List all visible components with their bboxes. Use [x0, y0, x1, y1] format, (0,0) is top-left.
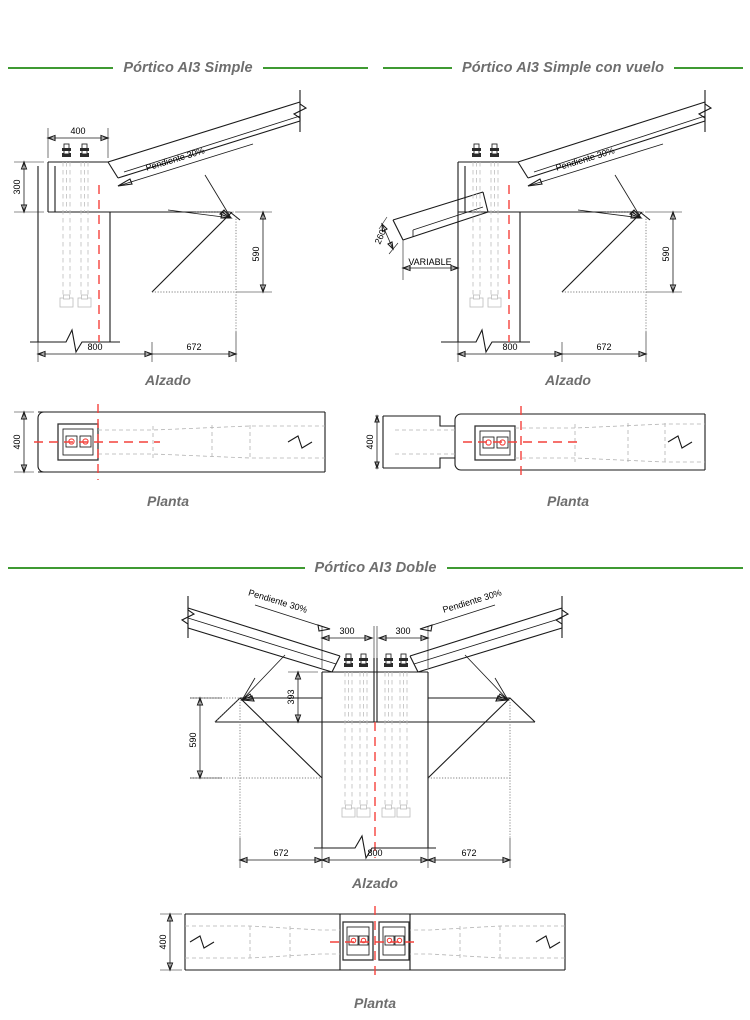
section-title-simple: Pórtico AI3 Simple — [8, 58, 369, 78]
dim-plan-400-label: 400 — [158, 934, 168, 949]
slope-label-simple: Pendiente 30% — [144, 145, 205, 172]
section-title-doble: Pórtico AI3 Doble — [8, 558, 744, 578]
dimension-plan-400: 400 — [365, 414, 380, 470]
section-title-simple-con-vuelo: Pórtico AI3 Simple con vuelo — [383, 58, 743, 78]
title-rule-right — [446, 567, 744, 569]
base-plate-left-outer — [342, 921, 374, 961]
section-title-label: Pórtico AI3 Doble — [314, 560, 437, 576]
anchor-rods-hidden — [59, 162, 92, 308]
dimension-variable: VARIABLE — [401, 220, 460, 280]
anchor-rods-right — [381, 672, 411, 818]
dim-590-label: 590 — [661, 246, 671, 261]
view-label-planta-vuelo: Planta — [546, 493, 589, 509]
view-label-alzado-vuelo: Alzado — [545, 372, 591, 388]
title-rule-right — [262, 67, 369, 69]
dim-plan-400-label: 400 — [365, 434, 375, 449]
dim-variable-label: VARIABLE — [408, 257, 451, 267]
drawing-doble-elevation: Pendiente 30% Pendiente 30% — [180, 587, 570, 868]
section-title-label: Pórtico AI3 Simple con vuelo — [461, 60, 665, 76]
dim-672-right-label: 672 — [461, 848, 476, 858]
dimension-300-300: 300 300 — [320, 626, 430, 668]
drawing-simple-plan: 400 — [12, 404, 326, 480]
dimension-plan-400: 400 — [158, 912, 182, 972]
anchor-rods-hidden — [469, 162, 502, 308]
anchor-bolts-group — [62, 143, 89, 157]
drawing-vuelo-plan: 400 — [365, 406, 706, 480]
dimension-800-672: 800 672 — [36, 332, 238, 362]
dim-300-left-label: 300 — [339, 626, 354, 636]
dim-800-label: 800 — [502, 342, 517, 352]
dim-800-label: 800 — [87, 342, 102, 352]
dimension-800-672: 800 672 — [456, 332, 648, 362]
dim-672-label: 672 — [596, 342, 611, 352]
anchor-bolts-group — [472, 143, 499, 157]
slope-label-vuelo: Pendiente 30% — [554, 145, 615, 172]
title-rule-left — [383, 67, 452, 69]
dim-400-label: 400 — [70, 126, 85, 136]
base-plate-inner — [479, 430, 511, 456]
dimension-393: 393 — [286, 670, 318, 724]
base-plate-left-inner — [346, 926, 370, 956]
view-label-alzado-doble: Alzado — [352, 875, 398, 891]
dim-300-right-label: 300 — [395, 626, 410, 636]
anchor-rods-left — [341, 672, 371, 818]
dimension-590: 590 — [236, 210, 272, 294]
view-label-planta-simple: Planta — [146, 493, 189, 509]
drawing-doble-plan: 400 — [158, 906, 566, 978]
title-rule-left — [8, 67, 114, 69]
title-rule-right — [674, 67, 743, 69]
title-rule-left — [8, 567, 305, 569]
dimension-590: 590 — [646, 210, 682, 294]
dim-393-label: 393 — [286, 689, 296, 704]
dimension-plan-400: 400 — [12, 410, 34, 474]
slope-label-doble-left: Pendiente 30% — [247, 587, 308, 614]
dim-260-label: 260 — [373, 228, 388, 246]
section-title-label: Pórtico AI3 Simple — [123, 60, 253, 76]
base-plate-right-inner — [382, 926, 406, 956]
dimension-590: 590 — [188, 696, 222, 780]
view-label-alzado-simple: Alzado — [145, 372, 191, 388]
dim-300-label: 300 — [12, 179, 22, 194]
base-plate-inner — [62, 428, 94, 456]
anchor-bolts-left — [344, 653, 368, 667]
drawing-simple-elevation: Pendiente 30% — [12, 90, 308, 362]
dim-672-label: 672 — [186, 342, 201, 352]
dim-800-label: 800 — [367, 848, 382, 858]
dimension-300: 300 — [12, 160, 44, 214]
dim-672-left-label: 672 — [273, 848, 288, 858]
dimension-672-800-672: 672 800 672 — [238, 838, 512, 868]
dim-590-label: 590 — [188, 732, 198, 747]
slope-label-doble-right: Pendiente 30% — [441, 587, 502, 614]
view-label-planta-doble: Planta — [353, 995, 396, 1011]
base-plate-right-outer — [378, 921, 410, 961]
dim-plan-400-label: 400 — [12, 434, 22, 449]
dim-590-label: 590 — [251, 246, 261, 261]
dimension-400: 400 — [46, 126, 110, 158]
base-plate-outer — [474, 425, 516, 461]
anchor-bolts-right — [384, 653, 408, 667]
drawing-vuelo-elevation: Pendiente 30% — [373, 90, 713, 362]
